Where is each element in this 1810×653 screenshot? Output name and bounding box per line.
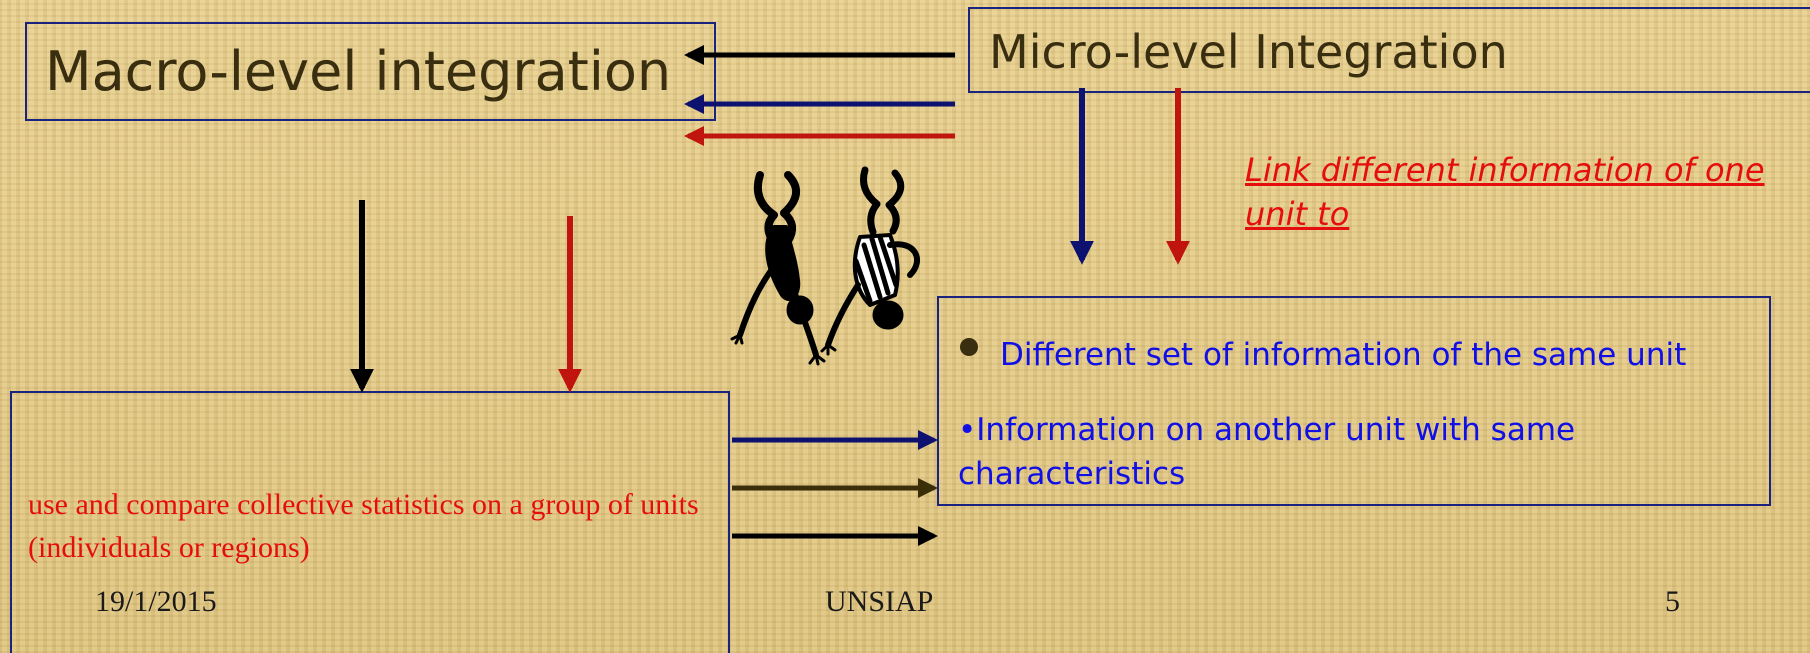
info-item-same-unit: Different set of information of the same… [1000, 337, 1687, 373]
bullet-icon [960, 338, 978, 356]
micro-level-title: Micro-level Integration [989, 25, 1508, 79]
info-item-another-unit: •Information on another unit with same c… [958, 412, 1576, 492]
footer-date: 19/1/2015 [95, 585, 217, 618]
footer-page-number: 5 [1665, 585, 1680, 618]
micro-level-box [968, 7, 1810, 93]
collective-statistics-text: use and compare collective statistics on… [28, 488, 699, 564]
information-box [937, 296, 1771, 506]
macro-level-title: Macro-level integration [45, 40, 672, 103]
dancing-figures-icon [730, 166, 921, 366]
link-note: Link different information of one unit t… [1245, 151, 1765, 233]
macro-level-box [25, 22, 716, 121]
footer-org: UNSIAP [825, 585, 934, 618]
